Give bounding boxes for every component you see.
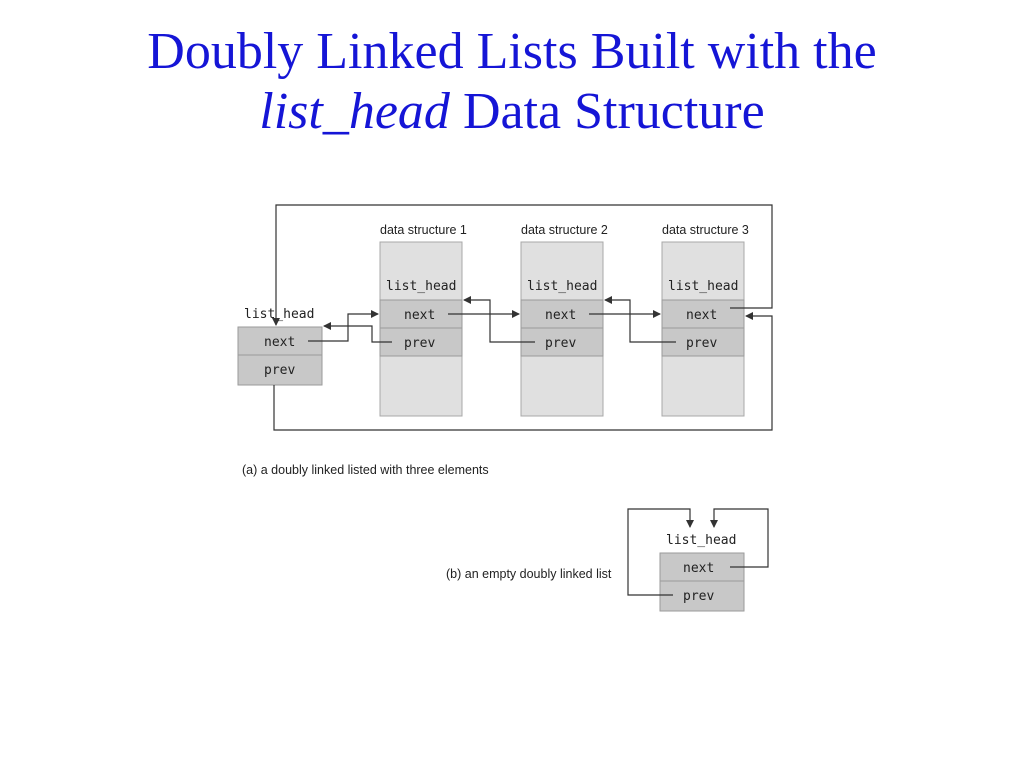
- title-line-1: Doubly Linked Lists Built with the: [147, 23, 877, 80]
- empty-head-prev-label: prev: [683, 589, 714, 604]
- structure-1-caption: data structure 1: [380, 223, 467, 237]
- structure-2-list-head-label: list_head: [527, 279, 597, 294]
- structure-2-prev-label: prev: [545, 336, 576, 351]
- caption-a: (a) a doubly linked listed with three el…: [242, 463, 489, 477]
- arrow-head-next-to-ds1: [308, 310, 379, 342]
- structure-3-list-head-label: list_head: [668, 279, 738, 294]
- arrow-empty-next-to-self: [710, 508, 769, 568]
- arrow-ds3-next-to-head: [272, 204, 773, 326]
- structure-3-prev-label: prev: [686, 336, 717, 351]
- head-label: list_head: [244, 307, 314, 322]
- title-line-2: list_head Data Structure: [0, 82, 1024, 142]
- structure-3-caption: data structure 3: [662, 223, 749, 237]
- head-prev-field: [237, 354, 323, 386]
- structure-1-prev-label: prev: [404, 336, 435, 351]
- structure-1-list-head-label: list_head: [386, 279, 456, 294]
- structure-3-next-label: next: [686, 308, 717, 323]
- arrow-ds1-prev-to-head: [323, 322, 392, 343]
- title-line-2-rest: Data Structure: [449, 83, 765, 140]
- structure-1-prev-field: [379, 327, 463, 357]
- arrow-ds3-prev-to-ds2: [604, 296, 676, 343]
- title-italic-term: list_head: [259, 83, 450, 140]
- empty-head-prev-field: [659, 580, 745, 612]
- empty-head-next-label: next: [683, 561, 714, 576]
- head-next-label: next: [264, 335, 295, 350]
- arrow-empty-prev-to-self: [627, 508, 694, 596]
- head-prev-label: prev: [264, 363, 295, 378]
- arrow-head-prev-to-ds3: [273, 312, 773, 431]
- structure-2-caption: data structure 2: [521, 223, 608, 237]
- slide-title: Doubly Linked Lists Built with the list_…: [0, 22, 1024, 142]
- structure-2-next-label: next: [545, 308, 576, 323]
- caption-b: (b) an empty doubly linked list: [446, 567, 612, 581]
- structure-1-next-label: next: [404, 308, 435, 323]
- empty-head-label: list_head: [666, 533, 736, 548]
- arrow-ds2-prev-to-ds1: [463, 296, 535, 343]
